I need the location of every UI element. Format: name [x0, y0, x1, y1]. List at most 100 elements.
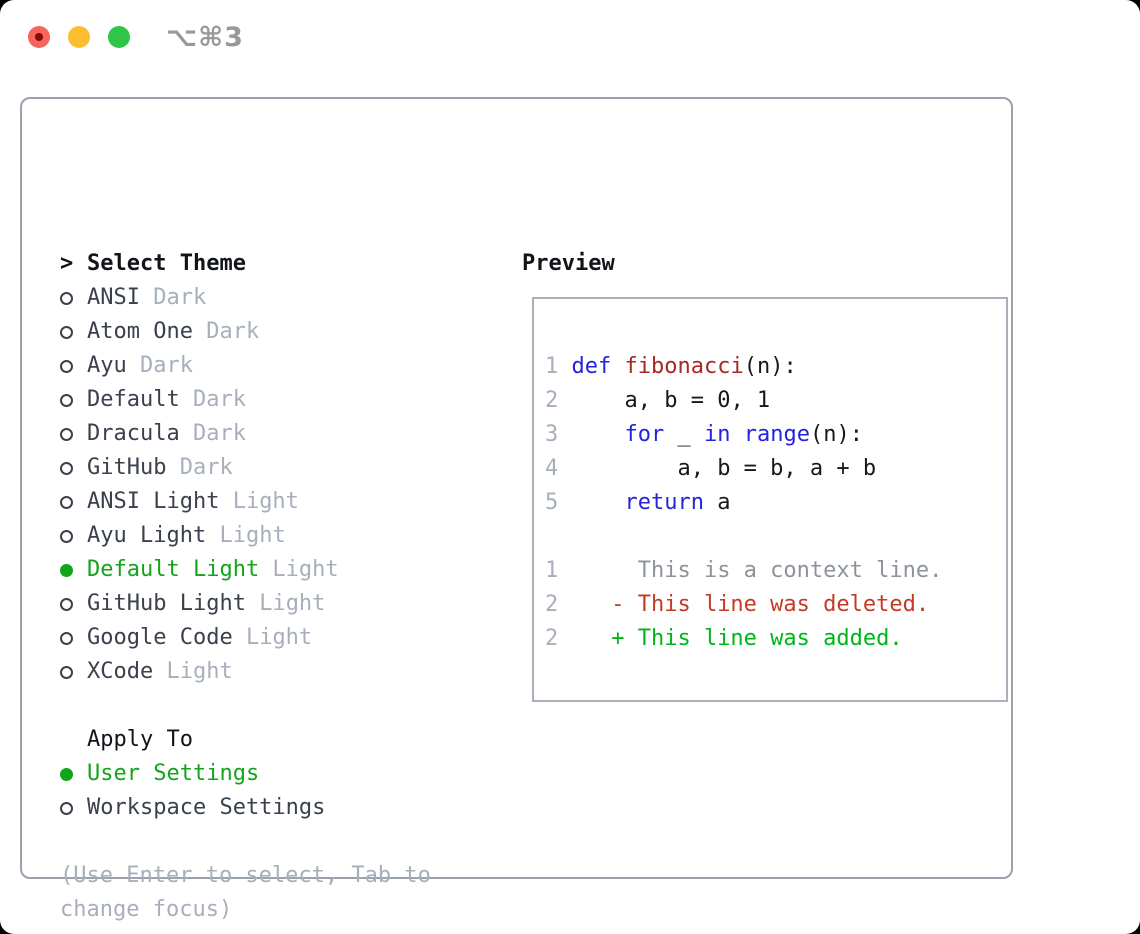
code-segment-num: 2 — [545, 388, 572, 413]
code-line: 2 a, b = 0, 1 — [545, 384, 1006, 418]
close-button[interactable] — [28, 26, 50, 48]
code-segment-num: 1 — [545, 354, 572, 379]
radio-circle — [60, 767, 73, 781]
radio-icon — [60, 461, 87, 475]
code-line: 2 - This line was deleted. — [545, 588, 1006, 622]
option-label: User Settings — [87, 761, 260, 786]
minimize-button[interactable] — [68, 26, 90, 48]
window-shortcut-label: ⌥⌘3 — [166, 22, 244, 53]
code-line: 4 a, b = b, a + b — [545, 452, 1006, 486]
option-variant-label: Dark — [192, 319, 260, 344]
code-segment-ctx: This is a context line. — [558, 558, 943, 583]
apply-to-header-label: Apply To — [87, 727, 193, 752]
zoom-button[interactable] — [108, 26, 130, 48]
theme-option-default[interactable]: Default Dark — [60, 383, 510, 417]
code-segment-kw: def — [571, 354, 612, 379]
option-variant-label: Dark — [179, 387, 246, 412]
theme-option-ayu-light[interactable]: Ayu Light Light — [60, 519, 510, 553]
code-line — [545, 520, 1006, 554]
radio-circle — [60, 291, 73, 305]
code-segment-kw: in — [703, 422, 731, 447]
spacer — [60, 825, 510, 859]
radio-icon — [60, 291, 87, 305]
spacer — [60, 689, 510, 723]
code-segment-num: 3 — [545, 422, 572, 447]
code-segment-plain: a, b = b, a + b — [571, 456, 877, 481]
code-segment-num: 1 — [545, 558, 559, 583]
code-segment-kw: for — [624, 422, 665, 447]
option-variant-label: Dark — [139, 285, 207, 310]
option-variant-label: Light — [259, 557, 339, 582]
radio-circle — [60, 563, 73, 577]
option-variant-label: Light — [219, 489, 299, 514]
apply-to-header: Apply To — [60, 723, 510, 757]
code-segment-plain: a, b = 0, 1 — [571, 388, 771, 413]
option-label: Workspace Settings — [87, 795, 326, 820]
option-label: Ayu Light — [87, 523, 207, 548]
code-segment-plain: (n): — [809, 422, 863, 447]
radio-circle — [60, 359, 73, 373]
theme-option-ayu[interactable]: Ayu Dark — [60, 349, 510, 383]
radio-icon — [60, 801, 87, 815]
theme-option-github[interactable]: GitHub Dark — [60, 451, 510, 485]
option-label: ANSI — [87, 285, 140, 310]
code-segment-num: 4 — [545, 456, 572, 481]
option-label: GitHub Light — [87, 591, 246, 616]
theme-option-default-light[interactable]: Default Light Light — [60, 553, 510, 587]
radio-circle — [60, 461, 73, 475]
radio-circle — [60, 801, 73, 815]
code-segment-plain — [572, 422, 625, 447]
radio-icon — [60, 597, 87, 611]
option-label: Default Light — [87, 557, 260, 582]
code-segment-plain — [730, 422, 743, 447]
apply-option-user-settings[interactable]: User Settings — [60, 757, 510, 791]
code-segment-del: - This line was deleted. — [558, 592, 930, 617]
radio-icon — [60, 359, 87, 373]
radio-icon — [60, 665, 87, 679]
option-variant-label: Light — [153, 659, 233, 684]
theme-option-atom-one[interactable]: Atom One Dark — [60, 315, 510, 349]
code-segment-plain — [611, 354, 624, 379]
option-variant-label: Dark — [126, 353, 193, 378]
radio-icon — [60, 529, 87, 543]
select-theme-header: > Select Theme — [60, 247, 510, 281]
option-label: XCode — [87, 659, 154, 684]
apply-option-workspace-settings[interactable]: Workspace Settings — [60, 791, 510, 825]
option-variant-label: Light — [245, 591, 326, 616]
code-segment-fn: fibonacci — [624, 354, 744, 379]
option-label: Google Code — [87, 625, 233, 650]
code-segment-add: + This line was added. — [558, 626, 903, 651]
focus-caret-icon: > — [60, 251, 74, 276]
radio-circle — [60, 427, 73, 441]
theme-option-github-light[interactable]: GitHub Light Light — [60, 587, 510, 621]
theme-option-xcode[interactable]: XCode Light — [60, 655, 510, 689]
theme-option-google-code[interactable]: Google Code Light — [60, 621, 510, 655]
option-variant-label: Light — [206, 523, 286, 548]
radio-circle — [60, 665, 73, 679]
code-line: 3 for _ in range(n): — [545, 418, 1006, 452]
theme-option-ansi[interactable]: ANSI Dark — [60, 281, 510, 315]
radio-circle — [60, 325, 73, 339]
code-segment-plain — [572, 490, 625, 515]
help-text: (Use Enter to select, Tab to change focu… — [60, 863, 431, 922]
theme-option-ansi-light[interactable]: ANSI Light Light — [60, 485, 510, 519]
option-label: Default — [87, 387, 180, 412]
radio-icon — [60, 393, 87, 407]
radio-icon — [60, 325, 87, 339]
option-variant-label: Dark — [179, 421, 246, 446]
titlebar: ⌥⌘3 — [0, 0, 1140, 76]
code-line: 5 return a — [545, 486, 1006, 520]
code-segment-num: 2 — [545, 626, 559, 651]
code-segment-num: 5 — [545, 490, 572, 515]
code-line: 1 def fibonacci(n): — [545, 350, 1006, 384]
theme-option-dracula[interactable]: Dracula Dark — [60, 417, 510, 451]
option-label: Ayu — [87, 353, 127, 378]
option-label: Dracula — [87, 421, 180, 446]
radio-icon — [60, 495, 87, 509]
